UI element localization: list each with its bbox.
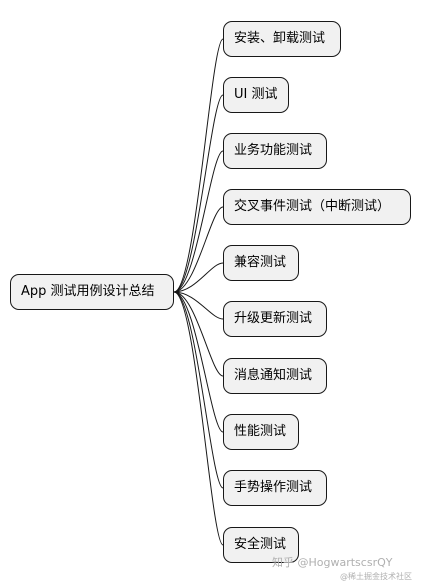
connector-line-1 (173, 94, 224, 293)
branch-node-business-function: 业务功能测试 (223, 133, 327, 169)
connector-line-8 (173, 291, 224, 489)
branch-node-install-uninstall: 安装、卸载测试 (223, 21, 341, 57)
connector-line-5 (173, 291, 224, 320)
branch-node-performance: 性能测试 (223, 414, 299, 450)
watermark-juejin: @稀土掘金技术社区 (340, 572, 412, 581)
connector-line-3 (173, 206, 224, 293)
connector-line-0 (173, 38, 224, 293)
branch-node-upgrade: 升级更新测试 (223, 301, 327, 337)
watermark-zhihu: 知乎 @HogwartscsrQY (272, 556, 393, 569)
branch-node-notification: 消息通知测试 (223, 358, 327, 394)
connector-line-9 (173, 291, 224, 546)
branch-node-ui: UI 测试 (223, 77, 289, 113)
branch-node-interrupt: 交叉事件测试（中断测试） (223, 189, 411, 225)
connector-line-6 (173, 291, 224, 377)
connector-line-4 (173, 262, 224, 293)
root-node: App 测试用例设计总结 (10, 274, 174, 310)
branch-node-compatibility: 兼容测试 (223, 245, 299, 281)
branch-node-gesture: 手势操作测试 (223, 470, 327, 506)
branch-node-security: 安全测试 (223, 527, 299, 563)
connector-line-2 (173, 150, 224, 293)
connector-line-7 (173, 291, 224, 433)
